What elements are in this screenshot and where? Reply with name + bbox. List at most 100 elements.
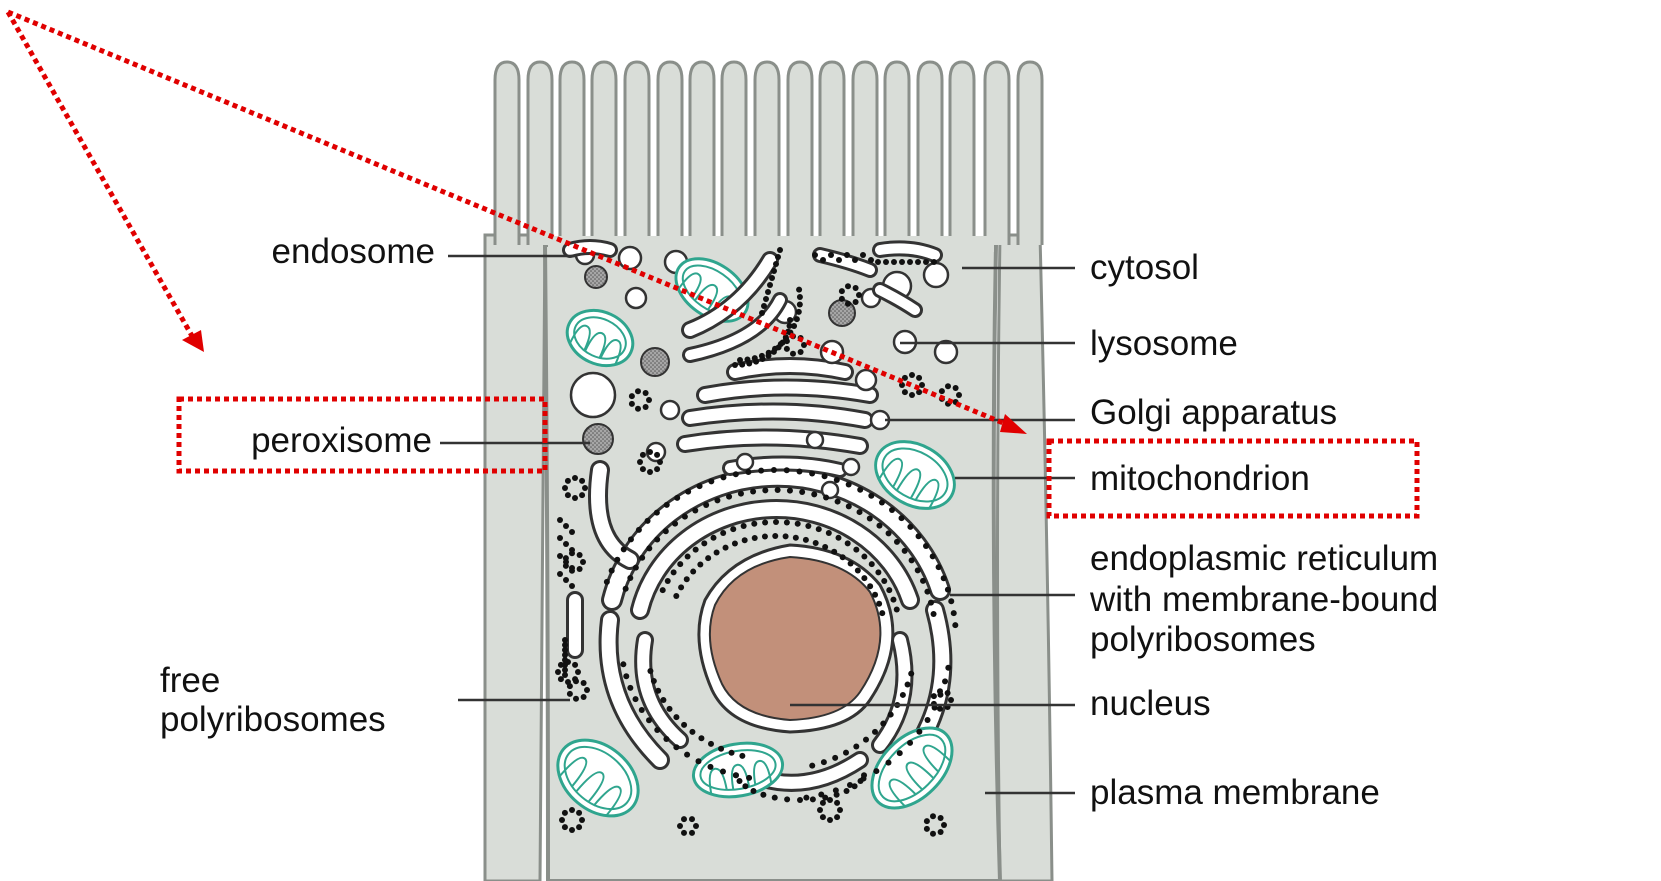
ribosome: [657, 459, 663, 465]
ribosome: [879, 610, 885, 616]
ribosome: [923, 259, 929, 265]
labels-right: cytosol lysosome Golgi apparatus mitocho…: [1089, 248, 1438, 812]
labels-left: endosome peroxisome free polyribosomes: [160, 232, 435, 739]
ribosome: [750, 788, 756, 794]
ribosome: [677, 823, 683, 829]
ribosome: [562, 810, 568, 816]
ribosome: [844, 252, 850, 258]
ribosome: [654, 510, 660, 516]
ribosome: [639, 555, 645, 561]
ribosome: [678, 584, 684, 590]
ribosome: [629, 393, 635, 399]
ribosome: [872, 729, 878, 735]
ribosome: [753, 359, 759, 365]
ribosome: [907, 259, 913, 265]
ribosome: [827, 797, 833, 803]
ribosome: [777, 247, 783, 253]
ribosome: [714, 497, 720, 503]
ribosome: [684, 576, 690, 582]
ribosome: [821, 759, 827, 765]
ribosome: [567, 691, 573, 697]
ribosome: [569, 827, 575, 833]
ribosome: [853, 285, 859, 291]
ribosome: [705, 555, 711, 561]
ribosome: [667, 706, 673, 712]
ribosome: [797, 294, 803, 300]
ribosome: [732, 362, 738, 368]
ribosome: [629, 401, 635, 407]
ribosome: [563, 577, 569, 583]
microvillus: [885, 62, 909, 245]
ribosome: [579, 492, 585, 498]
ribosome: [582, 485, 588, 491]
ribosome: [784, 467, 790, 473]
ribosome: [693, 547, 699, 553]
ribosome: [852, 783, 858, 789]
ribosome: [572, 475, 578, 481]
ribosome: [563, 523, 569, 529]
ribosome: [643, 404, 649, 410]
microvillus: [495, 62, 519, 245]
ribosome: [861, 772, 867, 778]
label-free: free: [160, 661, 220, 700]
ribosome: [840, 554, 846, 560]
ribosome: [923, 543, 929, 549]
ribosome: [797, 797, 803, 803]
ribosome: [909, 392, 915, 398]
ribosome: [902, 548, 908, 554]
peroxisome: [829, 300, 855, 326]
ribosome: [579, 478, 585, 484]
nucleus-body: [710, 557, 881, 720]
ribosome: [730, 526, 736, 532]
ribosome: [928, 600, 934, 606]
ribosome: [685, 554, 691, 560]
ribosome: [827, 817, 833, 823]
ribosome: [701, 540, 707, 546]
ribosome: [584, 687, 590, 693]
ribosome: [580, 559, 586, 565]
ribosome: [797, 301, 803, 307]
microvillus: [788, 62, 812, 245]
microvillus: [722, 62, 746, 245]
ribosome: [646, 717, 652, 723]
ribosome: [909, 372, 915, 378]
ribosome: [879, 500, 885, 506]
ribosome: [771, 268, 777, 274]
ribosome: [640, 466, 646, 472]
ribosome: [562, 672, 568, 678]
ribosome: [628, 536, 634, 542]
microvillus: [690, 62, 714, 245]
ribosome: [834, 800, 840, 806]
ribosome: [671, 569, 677, 575]
ribosome: [907, 740, 913, 746]
microvillus: [755, 62, 779, 245]
ribosome: [771, 349, 777, 355]
ribosome: [581, 680, 587, 686]
ribosome: [826, 530, 832, 536]
ribosome: [758, 468, 764, 474]
ribosome: [732, 541, 738, 547]
ribosome: [916, 375, 922, 381]
ribosome: [672, 521, 678, 527]
ribosome: [880, 721, 886, 727]
ribosome: [760, 792, 766, 798]
ribosome: [905, 681, 911, 687]
ribosome: [875, 259, 881, 265]
ribosome: [937, 688, 943, 694]
ribosome: [809, 470, 815, 476]
ribosome: [689, 729, 695, 735]
ribosome: [576, 824, 582, 830]
ribosome: [708, 741, 714, 747]
ribosome: [837, 807, 843, 813]
ribosome: [633, 565, 639, 571]
ribosome: [633, 696, 639, 702]
ribosome: [820, 800, 826, 806]
ribosome: [835, 499, 841, 505]
ribosome: [938, 815, 944, 821]
ribosome: [761, 303, 767, 309]
ribosome: [771, 467, 777, 473]
ribosome: [875, 569, 881, 575]
ribosome: [886, 530, 892, 536]
ribosome: [799, 489, 805, 495]
